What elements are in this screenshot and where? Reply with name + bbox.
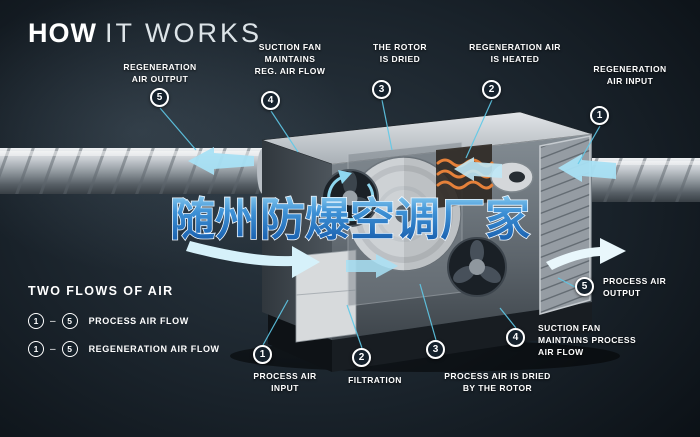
legend-dash: – — [50, 315, 56, 327]
badge-rotor-dried: 3 — [372, 80, 391, 99]
badge-process-air-output: 5 — [575, 277, 594, 296]
legend-label-regeneration: REGENERATION AIR FLOW — [88, 344, 220, 354]
watermark: 随州防爆空调厂家 — [169, 192, 531, 247]
badge-process-suction-fan: 4 — [506, 328, 525, 347]
legend-badge-process-start: 1 — [28, 313, 44, 329]
watermark-text: 随州防爆空调厂家 — [170, 193, 530, 246]
label-rotor-dried: THE ROTOR IS DRIED — [373, 42, 427, 64]
legend-badge-regen-end: 5 — [61, 341, 78, 357]
badge-regen-air-heated: 2 — [482, 80, 501, 99]
process-fan-icon — [447, 237, 507, 297]
regen-input-arrow — [558, 154, 616, 182]
airflow-arrows — [186, 147, 626, 278]
legend-badge-regen-start: 1 — [28, 341, 44, 357]
title-light: IT WORKS — [104, 18, 262, 48]
label-regeneration-air-input: REGENERATION AIR INPUT — [593, 64, 667, 86]
badge-process-air-input: 1 — [253, 345, 272, 364]
legend: TWO FLOWS OF AIR 1 – 5 PROCESS AIR FLOW … — [28, 284, 220, 369]
callout-lines — [159, 99, 601, 349]
regen-output-arrow — [188, 147, 254, 175]
badge-regeneration-air-input: 1 — [590, 106, 609, 125]
regeneration-fan-icon — [321, 169, 379, 227]
badge-regeneration-air-output: 5 — [150, 88, 169, 107]
process-internal-arrow — [346, 254, 398, 278]
title-bold: HOW — [28, 18, 97, 48]
legend-dash: – — [50, 343, 56, 355]
label-regen-suction-fan: SUCTION FAN MAINTAINS REG. AIR FLOW — [254, 42, 326, 76]
badge-filtration: 2 — [352, 348, 371, 367]
label-regen-air-heated: REGENERATION AIR IS HEATED — [469, 42, 561, 64]
legend-label-process: PROCESS AIR FLOW — [88, 316, 189, 326]
label-regeneration-air-output: REGENERATION AIR OUTPUT — [123, 62, 197, 84]
label-process-air-input: PROCESS AIR INPUT — [253, 371, 317, 393]
label-filtration: FILTRATION — [348, 375, 402, 385]
legend-badge-process-end: 5 — [61, 313, 78, 329]
legend-heading: TWO FLOWS OF AIR — [28, 284, 174, 298]
legend-row-regeneration: 1 – 5 REGENERATION AIR FLOW — [28, 341, 220, 357]
process-duct-panel — [295, 249, 357, 343]
badge-regen-suction-fan: 4 — [261, 91, 280, 110]
label-process-suction-fan: SUCTION FAN MAINTAINS PROCESS AIR FLOW — [538, 323, 637, 357]
machine-cutaway — [261, 111, 593, 372]
legend-row-process: 1 – 5 PROCESS AIR FLOW — [28, 313, 220, 329]
process-input-arrow — [186, 241, 320, 278]
process-output-arrow — [546, 238, 626, 270]
heater-flow-arrow — [454, 157, 502, 181]
label-process-air-dried: PROCESS AIR IS DRIED BY THE ROTOR — [444, 371, 551, 393]
badge-process-air-dried: 3 — [426, 340, 445, 359]
label-process-air-output: PROCESS AIR OUTPUT — [603, 276, 667, 298]
